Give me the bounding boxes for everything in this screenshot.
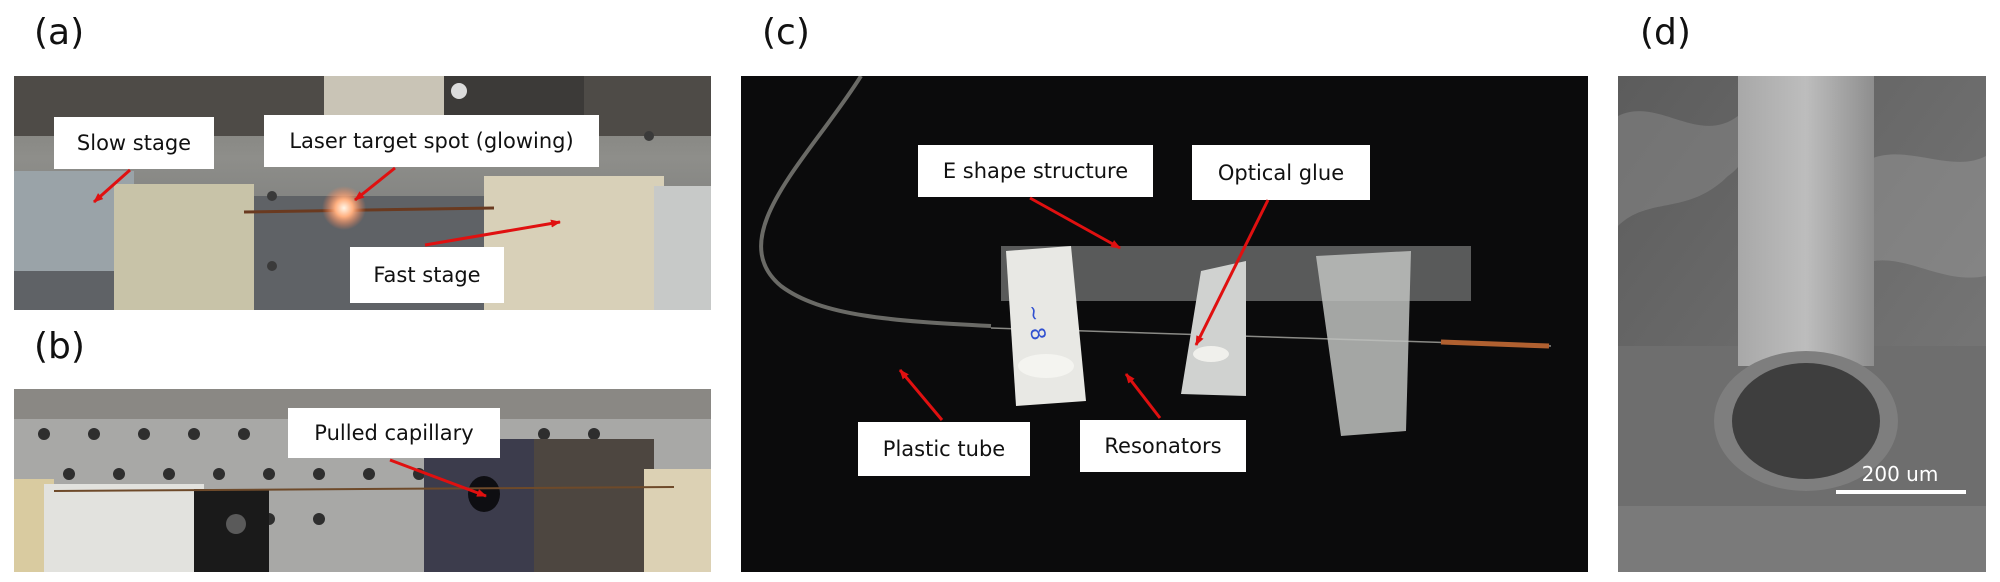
- panel-label-b: (b): [34, 326, 85, 367]
- callout-resonators: Resonators: [1080, 420, 1246, 472]
- scale-bar: [1836, 490, 1966, 494]
- photo-panel-c-drawing: ~ 8: [741, 76, 1588, 572]
- panel-label-c: (c): [762, 12, 810, 53]
- photo-panel-c: ~ 8: [741, 76, 1588, 572]
- photo-panel-d: [1618, 76, 1986, 572]
- panel-label-d: (d): [1640, 12, 1691, 53]
- scale-bar-label: 200 um: [1861, 462, 1939, 486]
- callout-laser-target-spot: Laser target spot (glowing): [264, 115, 599, 167]
- callout-slow-stage: Slow stage: [54, 117, 214, 169]
- panel-label-a: (a): [34, 12, 85, 53]
- callout-optical-glue: Optical glue: [1192, 145, 1370, 200]
- photo-panel-d-drawing: [1618, 76, 1986, 572]
- callout-e-shape-structure: E shape structure: [918, 145, 1153, 197]
- callout-fast-stage: Fast stage: [350, 247, 504, 303]
- callout-pulled-capillary: Pulled capillary: [288, 408, 500, 458]
- callout-plastic-tube: Plastic tube: [858, 422, 1030, 476]
